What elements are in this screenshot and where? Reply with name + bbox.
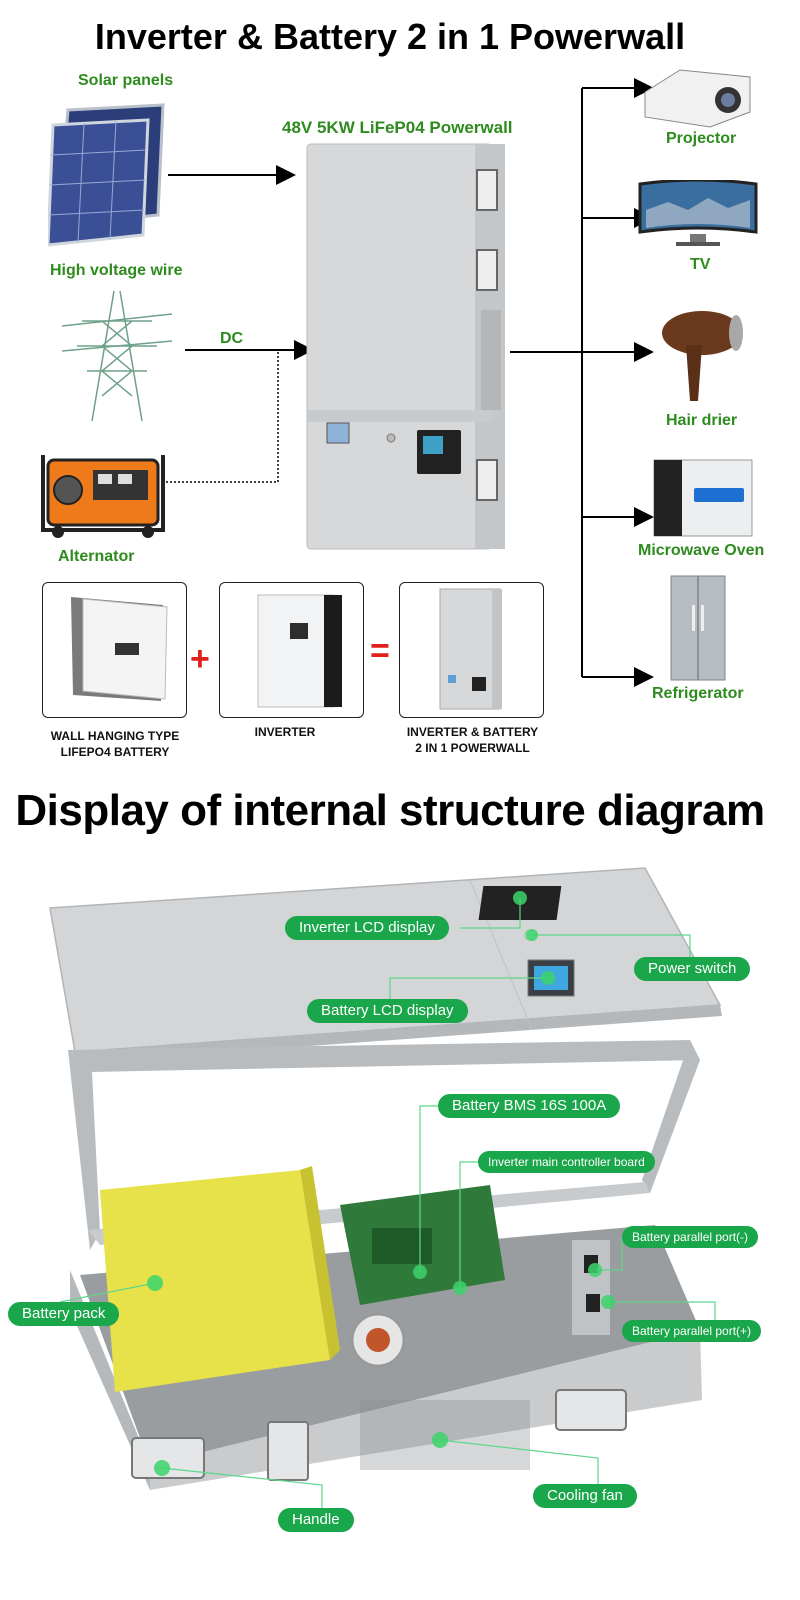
generator-icon — [41, 455, 165, 538]
wall-battery-icon — [71, 597, 168, 701]
refrigerator-icon — [670, 575, 726, 681]
main-title: Inverter & Battery 2 in 1 Powerwall — [94, 16, 686, 57]
flow-arrows — [162, 78, 654, 687]
callout-battery-pack: Battery pack — [8, 1302, 120, 1326]
load-label-fridge: Refrigerator — [652, 685, 744, 702]
callout-inverter-lcd: Inverter LCD display — [285, 916, 449, 940]
callout-parallel-neg: Battery parallel port(-) — [622, 1226, 759, 1248]
exploded-structure — [49, 867, 722, 1508]
caption-battery-line1: WALL HANGING TYPE — [50, 729, 180, 743]
tv-icon — [638, 180, 758, 246]
load-label-tv: TV — [690, 256, 711, 273]
caption-inverter-line1: INVERTER — [254, 725, 316, 739]
equals-sign: = — [370, 632, 390, 670]
source-label-alternator: Alternator — [58, 548, 135, 565]
caption-battery: WALL HANGING TYPE LIFEPO4 BATTERY — [30, 728, 200, 760]
hair-drier-icon — [662, 311, 743, 401]
microwave-icon — [653, 459, 753, 537]
load-label-hairdrier: Hair drier — [666, 412, 738, 429]
solar-panel-icon — [48, 103, 165, 247]
caption-inverter: INVERTER — [210, 724, 360, 740]
plus-sign: + — [190, 640, 210, 678]
load-label-microwave: Microwave Oven — [638, 542, 765, 559]
callout-handle: Handle — [278, 1508, 354, 1532]
alternator-link — [162, 352, 279, 483]
load-label-projector: Projector — [666, 130, 737, 147]
source-label-solar: Solar panels — [78, 72, 174, 89]
callout-controller: Inverter main controller board — [478, 1151, 655, 1173]
callout-battery-lcd: Battery LCD display — [307, 999, 468, 1023]
caption-battery-line2: LIFEPO4 BATTERY — [60, 745, 170, 759]
power-tower-icon — [62, 290, 172, 422]
inverter-icon — [257, 594, 342, 708]
product-box-battery — [42, 582, 187, 718]
product-label: 48V 5KW LiFeP04 Powerwall — [282, 118, 513, 137]
callout-bms: Battery BMS 16S 100A — [438, 1094, 621, 1118]
structure-title: Display of internal structure diagram — [15, 786, 765, 835]
product-box-inverter — [219, 582, 364, 718]
source-label-highvoltage: High voltage wire — [50, 262, 183, 279]
callout-cooling-fan: Cooling fan — [533, 1484, 637, 1508]
caption-powerwall-line1: INVERTER & BATTERY — [406, 725, 539, 739]
caption-powerwall: INVERTER & BATTERY 2 IN 1 POWERWALL — [390, 724, 555, 756]
projector-icon — [644, 69, 751, 128]
callout-parallel-pos: Battery parallel port(+) — [622, 1320, 762, 1342]
powerwall-unit — [306, 143, 505, 550]
caption-powerwall-line2: 2 IN 1 POWERWALL — [415, 741, 530, 755]
dc-label: DC — [220, 330, 244, 347]
product-box-powerwall — [399, 582, 544, 718]
powerwall-small-icon — [439, 588, 502, 710]
callout-power-switch: Power switch — [634, 957, 751, 981]
